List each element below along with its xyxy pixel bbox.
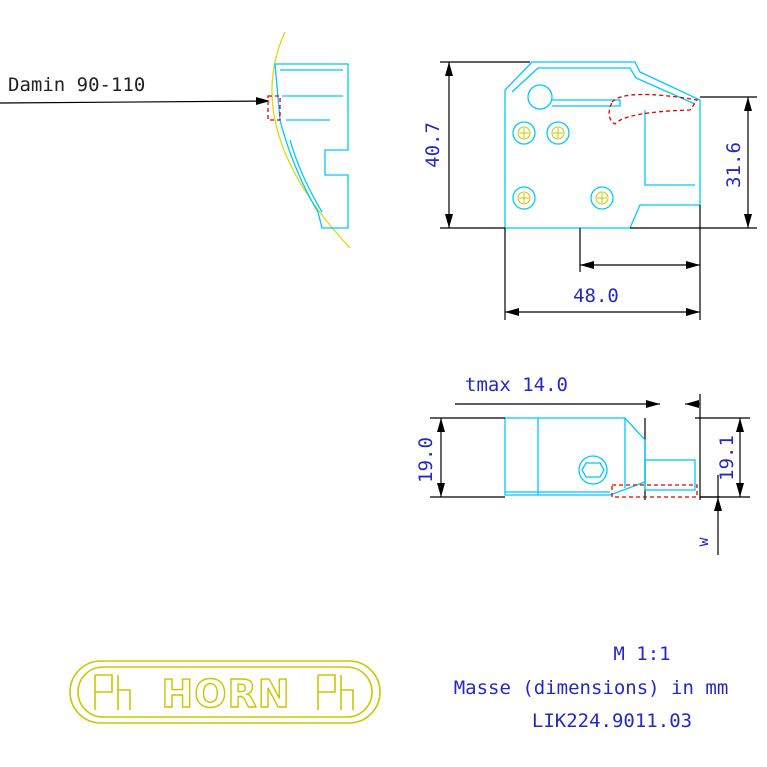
dim-height-total: 40.7 bbox=[422, 122, 444, 168]
part-number: LIK224.9011.03 bbox=[532, 710, 692, 732]
clamp-hole bbox=[527, 84, 553, 110]
top-insert bbox=[611, 484, 698, 498]
dim-height-right: 31.6 bbox=[723, 142, 745, 188]
front-view: 40.7 31.6 48.0 bbox=[422, 61, 757, 320]
dim-thickness-right: 19.1 bbox=[716, 435, 738, 481]
dim-tmax: tmax 14.0 bbox=[465, 374, 568, 396]
tool-profile-detail bbox=[280, 69, 343, 213]
screw-4 bbox=[590, 186, 614, 210]
screw-2 bbox=[546, 121, 570, 145]
dim-width: 48.0 bbox=[573, 285, 619, 307]
top-view: tmax 14.0 19.0 19.1 w bbox=[415, 374, 750, 555]
dim-thickness: 19.0 bbox=[415, 437, 437, 483]
callout-view: Damin 90-110 bbox=[0, 31, 351, 249]
body-outline bbox=[504, 61, 701, 229]
top-screw-hex bbox=[581, 462, 605, 478]
clamp-slot bbox=[552, 99, 621, 107]
scale-note: M 1:1 bbox=[613, 643, 670, 665]
body-inner-lines bbox=[511, 67, 696, 186]
top-body-detail bbox=[505, 418, 626, 495]
logo-outer-frame bbox=[69, 660, 381, 724]
logo-mark-right bbox=[317, 674, 354, 710]
callout-arrowhead bbox=[256, 97, 270, 105]
workpiece-arc bbox=[271, 31, 351, 249]
top-insert-seat bbox=[644, 459, 696, 491]
dim-w: w bbox=[694, 537, 712, 547]
top-screw bbox=[578, 455, 608, 485]
logo-text: HORN bbox=[161, 672, 290, 716]
insert-front bbox=[608, 93, 699, 125]
top-body-outline bbox=[504, 417, 646, 496]
screw-3 bbox=[512, 186, 536, 210]
units-note: Masse (dimensions) in mm bbox=[454, 677, 729, 699]
notes-block: M 1:1 Masse (dimensions) in mm LIK224.90… bbox=[454, 643, 729, 732]
callout-label: Damin 90-110 bbox=[8, 74, 145, 96]
tool-profile-side bbox=[274, 63, 349, 229]
horn-logo: HORN bbox=[69, 660, 381, 724]
insert-tip-side bbox=[267, 95, 281, 121]
logo-mark-left bbox=[94, 674, 131, 710]
callout-leader bbox=[0, 100, 269, 104]
logo-inner-frame bbox=[77, 666, 373, 718]
screw-1 bbox=[512, 121, 536, 145]
